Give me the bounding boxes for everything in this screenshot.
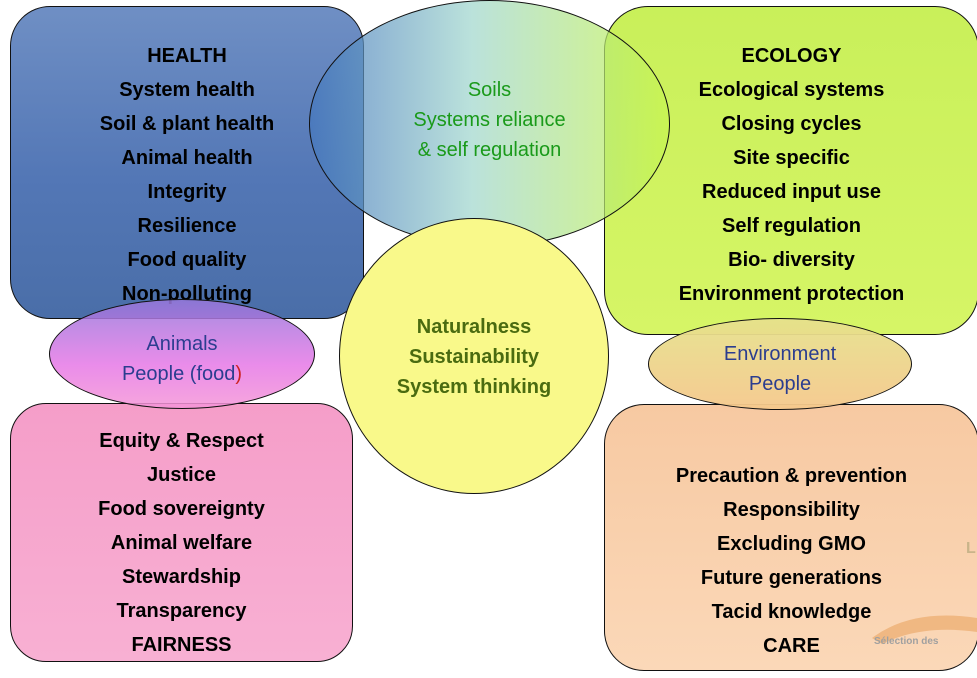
soils-overlap-ellipse: Soils Systems reliance & self regulation — [309, 0, 670, 247]
health-principle-box: HEALTH System health Soil & plant health… — [10, 6, 364, 319]
list-item: Bio- diversity — [728, 249, 855, 271]
list-item: Closing cycles — [721, 113, 862, 135]
soils-label: Soils — [467, 79, 512, 101]
list-item: Precaution & prevention — [675, 465, 908, 487]
list-item: Reduced input use — [702, 181, 881, 203]
animals-overlap-ellipse: Animals People (food) — [49, 299, 315, 409]
care-list: Precaution & prevention Responsibility E… — [605, 459, 977, 663]
animals-label: Animals — [146, 333, 218, 355]
environment-overlap-ellipse: Environment People — [648, 318, 912, 410]
systems-reliance-label: Systems reliance — [413, 109, 566, 131]
list-item: Food quality — [127, 249, 247, 271]
list-item: Soil & plant health — [99, 113, 275, 135]
list-item: Site specific — [733, 147, 850, 169]
system-thinking-label: System thinking — [396, 376, 552, 398]
list-item: Animal health — [121, 147, 253, 169]
list-item: Integrity — [147, 181, 227, 203]
list-item: Self regulation — [722, 215, 861, 237]
list-item: System health — [119, 79, 255, 101]
care-title: CARE — [763, 635, 820, 657]
ecology-principle-box: ECOLOGY Ecological systems Closing cycle… — [604, 6, 977, 335]
soils-overlap-text: Soils Systems reliance & self regulation — [310, 75, 669, 165]
fairness-title: FAIRNESS — [131, 634, 232, 656]
list-item: Justice — [147, 464, 216, 486]
animals-overlap-text: Animals People (food) — [50, 329, 314, 389]
watermark-swoosh-icon — [872, 615, 977, 644]
people-food-label: People (food) — [121, 363, 243, 385]
environment-label: Environment — [723, 343, 837, 365]
fairness-principle-box: Equity & Respect Justice Food sovereignt… — [10, 403, 353, 662]
people-label: People — [748, 373, 812, 395]
environment-overlap-text: Environment People — [649, 339, 911, 399]
list-item: Stewardship — [122, 566, 241, 588]
watermark-logo: Sélection des — [862, 610, 977, 660]
list-item: Animal welfare — [110, 532, 253, 554]
health-title: HEALTH — [147, 45, 227, 67]
list-item: Environment protection — [678, 283, 905, 305]
watermark-letter: L — [966, 540, 976, 557]
center-concepts-circle: Naturalness Sustainability System thinki… — [339, 218, 609, 494]
naturalness-label: Naturalness — [416, 316, 532, 338]
ecology-list: ECOLOGY Ecological systems Closing cycle… — [605, 39, 977, 311]
list-item: Excluding GMO — [717, 533, 866, 555]
list-item: Equity & Respect — [99, 430, 264, 452]
list-item: Responsibility — [723, 499, 860, 521]
self-regulation-label: & self regulation — [417, 139, 562, 161]
list-item: Transparency — [116, 600, 247, 622]
list-item: Food sovereignty — [98, 498, 265, 520]
health-list: HEALTH System health Soil & plant health… — [11, 39, 363, 311]
sustainability-label: Sustainability — [408, 346, 540, 368]
fairness-list: Equity & Respect Justice Food sovereignt… — [11, 424, 352, 662]
list-item: Resilience — [137, 215, 237, 237]
watermark-text: Sélection des — [874, 636, 939, 647]
list-item: Ecological systems — [698, 79, 885, 101]
list-item: Future generations — [700, 567, 883, 589]
center-concepts-text: Naturalness Sustainability System thinki… — [340, 312, 608, 402]
list-item: Tacid knowledge — [711, 601, 872, 623]
ecology-title: ECOLOGY — [741, 45, 842, 67]
